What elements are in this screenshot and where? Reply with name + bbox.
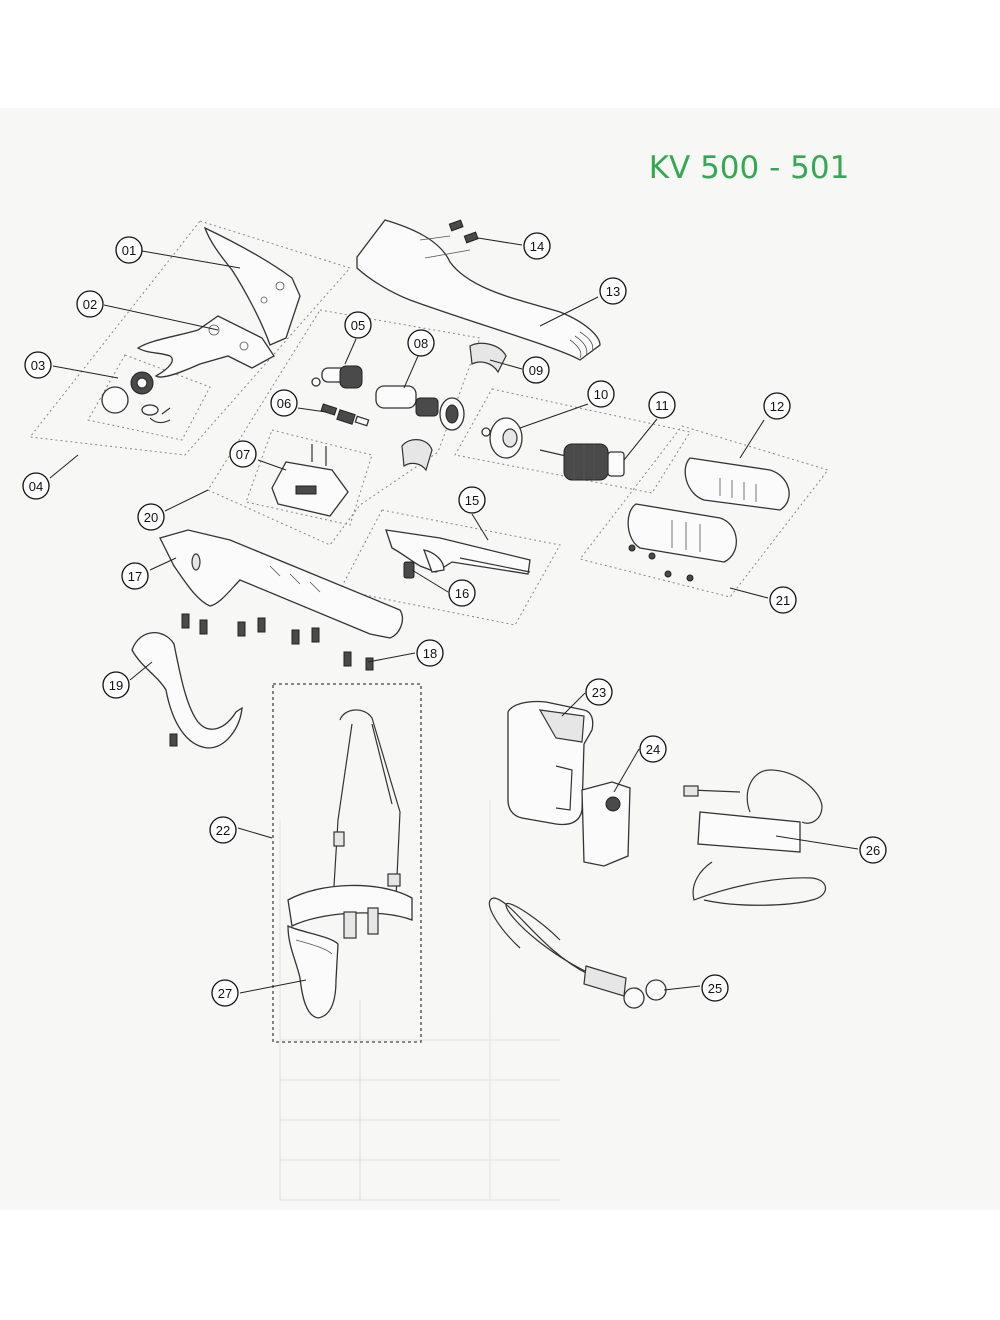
callout-01-text: 01 — [122, 243, 136, 258]
callout-06-text: 06 — [277, 396, 291, 411]
callout-19-text: 19 — [109, 678, 123, 693]
callout-10: 10 — [587, 380, 615, 408]
callout-14: 14 — [523, 232, 551, 260]
callout-15: 15 — [458, 486, 486, 514]
callout-09-text: 09 — [529, 363, 543, 378]
callout-25: 25 — [701, 974, 729, 1002]
callout-11: 11 — [648, 391, 676, 419]
callout-05: 05 — [344, 311, 372, 339]
part-10-motor-cap — [481, 417, 523, 459]
part-19-hand-guard — [131, 632, 243, 749]
callout-24: 24 — [639, 735, 667, 763]
callout-21: 21 — [769, 586, 797, 614]
part-05-bolt — [311, 365, 363, 389]
callout-07-text: 07 — [236, 447, 250, 462]
part-25-cable — [488, 897, 667, 1009]
callout-labels: 01 02 03 04 05 06 07 08 09 10 11 12 13 1… — [22, 232, 887, 1007]
callout-16: 16 — [448, 579, 476, 607]
callout-07: 07 — [229, 440, 257, 468]
callout-08-text: 08 — [414, 336, 428, 351]
part-08-screw-shaft — [375, 385, 465, 431]
leader-lines — [49, 237, 859, 994]
callout-24-text: 24 — [646, 742, 660, 757]
callout-12: 12 — [763, 392, 791, 420]
frame-21 — [579, 425, 829, 598]
callout-27: 27 — [211, 979, 239, 1007]
callout-18-text: 18 — [423, 646, 437, 661]
model-title: KV 500 - 501 — [649, 150, 850, 186]
callout-03-text: 03 — [31, 358, 45, 373]
callout-10-text: 10 — [594, 387, 608, 402]
frame-07-inner — [245, 429, 373, 526]
callout-05-text: 05 — [351, 318, 365, 333]
part-24-adapter — [581, 781, 631, 867]
callout-11-text: 11 — [655, 398, 669, 413]
callout-21-text: 21 — [776, 593, 790, 608]
callout-03: 03 — [24, 351, 52, 379]
callout-23-text: 23 — [592, 685, 606, 700]
part-02-lower-blade — [136, 315, 275, 378]
callout-06: 06 — [270, 389, 298, 417]
frame-04 — [29, 220, 351, 456]
part-22-harness — [287, 709, 413, 939]
callout-20: 20 — [137, 503, 165, 531]
frame-03-inner — [87, 354, 211, 441]
part-09-shell — [469, 342, 507, 374]
callout-20-text: 20 — [144, 510, 158, 525]
callout-02: 02 — [76, 290, 104, 318]
part-12-housing — [684, 457, 790, 511]
bleed-through-table — [279, 800, 560, 1201]
callout-17: 17 — [121, 562, 149, 590]
callout-26: 26 — [859, 836, 887, 864]
part-21-housing — [627, 503, 737, 582]
callout-27-text: 27 — [218, 986, 232, 1001]
part-16-spring — [403, 561, 415, 579]
callout-16-text: 16 — [455, 586, 469, 601]
callout-13-text: 13 — [606, 284, 620, 299]
callout-15-text: 15 — [465, 493, 479, 508]
part-01-blade — [203, 226, 301, 346]
callout-04: 04 — [22, 472, 50, 500]
frame-10 — [454, 388, 691, 494]
part-11-rotor — [539, 443, 625, 481]
part-lower-shell — [401, 439, 433, 472]
part-18-screws — [181, 613, 374, 671]
callout-19: 19 — [102, 671, 130, 699]
group-frames — [29, 220, 829, 1043]
callout-22-text: 22 — [216, 823, 230, 838]
part-17-handle — [159, 529, 404, 639]
callout-18: 18 — [416, 639, 444, 667]
callout-26-text: 26 — [866, 843, 880, 858]
frame-15 — [339, 509, 561, 626]
part-26-charger — [683, 769, 827, 906]
callout-22: 22 — [209, 816, 237, 844]
callout-14-text: 14 — [530, 239, 544, 254]
callout-13: 13 — [599, 277, 627, 305]
callout-01: 01 — [115, 236, 143, 264]
part-03-gear-set — [101, 371, 171, 424]
callout-23: 23 — [585, 678, 613, 706]
part-07-bracket — [271, 444, 349, 517]
callout-17-text: 17 — [128, 569, 142, 584]
callout-04-text: 04 — [29, 479, 43, 494]
callout-02-text: 02 — [83, 297, 97, 312]
callout-12-text: 12 — [770, 399, 784, 414]
part-15-trigger-assembly — [385, 529, 531, 575]
callout-25-text: 25 — [708, 981, 722, 996]
part-06-spring — [320, 403, 370, 427]
frame-22 — [272, 683, 422, 1043]
part-14-screws — [448, 219, 479, 244]
part-23-battery — [507, 700, 594, 826]
part-13-upper-housing — [356, 219, 601, 361]
callout-08: 08 — [407, 329, 435, 357]
callout-09: 09 — [522, 356, 550, 384]
part-27-holster — [287, 924, 339, 1019]
